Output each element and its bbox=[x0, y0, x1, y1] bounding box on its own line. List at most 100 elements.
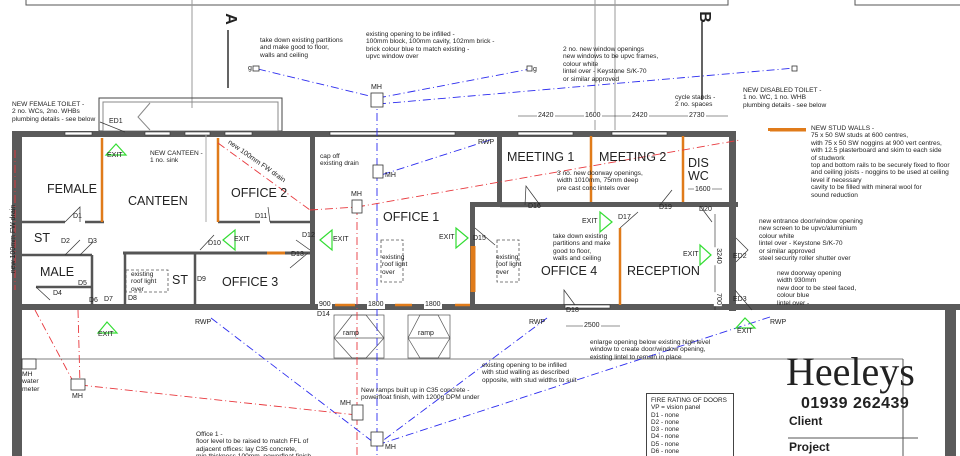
room-store-1: ST bbox=[34, 231, 50, 245]
exit-label: EXIT bbox=[333, 236, 349, 243]
roof-light-label: existing roof light over bbox=[131, 271, 157, 293]
door-tag: D19 bbox=[659, 204, 672, 211]
project-label: Project bbox=[789, 440, 830, 454]
door-tag: D11 bbox=[255, 213, 268, 220]
rwp-label: RWP bbox=[478, 139, 495, 146]
windows bbox=[64, 131, 668, 309]
dimension: 1600 bbox=[694, 186, 712, 194]
gully-label: g bbox=[533, 66, 537, 73]
fw-drain-label: new 100mm FW drain bbox=[10, 204, 18, 274]
manhole-label: MH bbox=[385, 444, 396, 451]
note-stud-walls: NEW STUD WALLS - 75 x 50 SW studs at 600… bbox=[811, 125, 950, 199]
door-tag: D16 bbox=[528, 203, 541, 210]
room-office-4: OFFICE 4 bbox=[541, 264, 598, 278]
note-new-entrance: new entrance door/window opening new scr… bbox=[759, 218, 863, 263]
note-window-openings: 2 no. new window openings new windows to… bbox=[563, 46, 659, 83]
exit-label: EXIT bbox=[439, 234, 455, 241]
room-office-1: OFFICE 1 bbox=[383, 210, 440, 224]
note-take-down-partitions-2: take down existing partitions and make g… bbox=[553, 233, 611, 263]
surface-water-drains bbox=[210, 67, 796, 456]
door-tag: D18 bbox=[566, 307, 579, 314]
manhole-label: MH bbox=[351, 191, 362, 198]
dimension: 1800 bbox=[424, 301, 442, 309]
note-infill-opening: existing opening to be infilled - 100mm … bbox=[366, 31, 495, 61]
note-enlarge-opening: enlarge opening below existing high leve… bbox=[590, 339, 711, 361]
door-tag: D4 bbox=[53, 290, 62, 297]
manhole-label: MH bbox=[340, 400, 351, 407]
fire-rating-line: D6 - none bbox=[651, 448, 680, 456]
room-reception: RECEPTION bbox=[627, 264, 700, 278]
exit-label: EXIT bbox=[582, 218, 598, 225]
fire-rating-line: D3 - none bbox=[651, 426, 680, 434]
door-swings bbox=[35, 121, 753, 311]
note-office1-floor: Office 1 - floor level to be raised to m… bbox=[196, 431, 311, 456]
exit-label: EXIT bbox=[737, 328, 753, 335]
ramp-label: ramp bbox=[343, 330, 359, 337]
stud-wall-legend-swatch bbox=[768, 128, 806, 131]
room-disabled-wc: DIS WC bbox=[688, 156, 709, 183]
room-office-3: OFFICE 3 bbox=[222, 275, 279, 289]
door-tag: D9 bbox=[197, 276, 206, 283]
manhole-label: MH bbox=[371, 84, 382, 91]
company-phone: 01939 262439 bbox=[801, 395, 910, 412]
section-marker-a: A bbox=[221, 13, 239, 25]
note-take-down-partitions: take down existing partitions and make g… bbox=[260, 37, 343, 59]
fire-rating-line: VP = vision panel bbox=[651, 404, 701, 412]
fire-rating-line: D5 - none bbox=[651, 440, 680, 448]
room-store-2: ST bbox=[172, 273, 188, 287]
note-new-canteen: NEW CANTEEN - 1 no. sink bbox=[150, 150, 203, 165]
rwp-label: RWP bbox=[195, 319, 212, 326]
dimension: 700 bbox=[713, 292, 722, 306]
manholes bbox=[21, 65, 798, 447]
dimension: 1800 bbox=[367, 301, 385, 309]
drawing-frames bbox=[25, 0, 960, 130]
door-tag: ED3 bbox=[733, 296, 747, 303]
note-cycle-stands: cycle stands - 2 no. spaces bbox=[675, 94, 716, 109]
note-cap-off-drain: cap off existing drain bbox=[320, 153, 359, 168]
water-meter-label: MH water meter bbox=[22, 371, 40, 393]
dimension: 2420 bbox=[631, 112, 649, 120]
dimension: 1600 bbox=[584, 112, 602, 120]
fire-rating-table: FIRE RATING OF DOORS VP = vision panel D… bbox=[646, 393, 734, 456]
fire-rating-title: FIRE RATING OF DOORS bbox=[651, 397, 727, 404]
ramp-label: ramp bbox=[418, 330, 434, 337]
note-female-toilet: NEW FEMALE TOILET - 2 no. WCs, 2no. WHBs… bbox=[12, 101, 96, 123]
section-marker-b: B bbox=[695, 11, 713, 23]
foul-water-drains bbox=[14, 139, 741, 456]
room-meeting-2: MEETING 2 bbox=[599, 150, 667, 164]
door-tag: D7 bbox=[104, 296, 113, 303]
exit-label: EXIT bbox=[98, 331, 114, 338]
door-tag: D15 bbox=[473, 235, 486, 242]
dimension: 2420 bbox=[537, 112, 555, 120]
door-tag: D13 bbox=[291, 251, 304, 258]
door-tag: D8 bbox=[128, 295, 137, 302]
note-disabled-toilet: NEW DISABLED TOILET - 1 no. WC, 1 no. WH… bbox=[743, 87, 827, 109]
gully-label: g bbox=[248, 65, 252, 72]
door-tag: D6 bbox=[89, 297, 98, 304]
exit-label: EXIT bbox=[234, 236, 250, 243]
door-tag: D12 bbox=[302, 232, 315, 239]
door-tag: D20 bbox=[699, 206, 712, 213]
door-tag: D5 bbox=[78, 280, 87, 287]
note-new-doorway-930: new doorway opening width 930mm new door… bbox=[777, 270, 857, 307]
manhole-label: MH bbox=[385, 172, 396, 179]
internal-walls bbox=[22, 135, 540, 305]
fire-rating-line: D2 - none bbox=[651, 418, 680, 426]
roof-light-label: existing roof light over bbox=[382, 254, 408, 276]
room-office-2: OFFICE 2 bbox=[231, 186, 288, 200]
roof-lights bbox=[125, 239, 520, 293]
roof-light-label: existing roof light over bbox=[496, 254, 522, 276]
door-tag: D14 bbox=[317, 311, 330, 318]
note-infill-stud: existing opening to be infilled with stu… bbox=[482, 362, 577, 384]
door-tag: D17 bbox=[618, 214, 631, 221]
title-block-lines bbox=[788, 359, 918, 456]
dimension: 2500 bbox=[583, 322, 601, 330]
room-meeting-1: MEETING 1 bbox=[507, 150, 575, 164]
canteen-porch bbox=[98, 97, 283, 132]
note-new-ramps: New ramps built up in C35 concrete - pow… bbox=[361, 387, 480, 402]
room-male: MALE bbox=[40, 265, 75, 279]
dimension: 900 bbox=[318, 301, 332, 309]
door-tag: ED2 bbox=[733, 253, 747, 260]
